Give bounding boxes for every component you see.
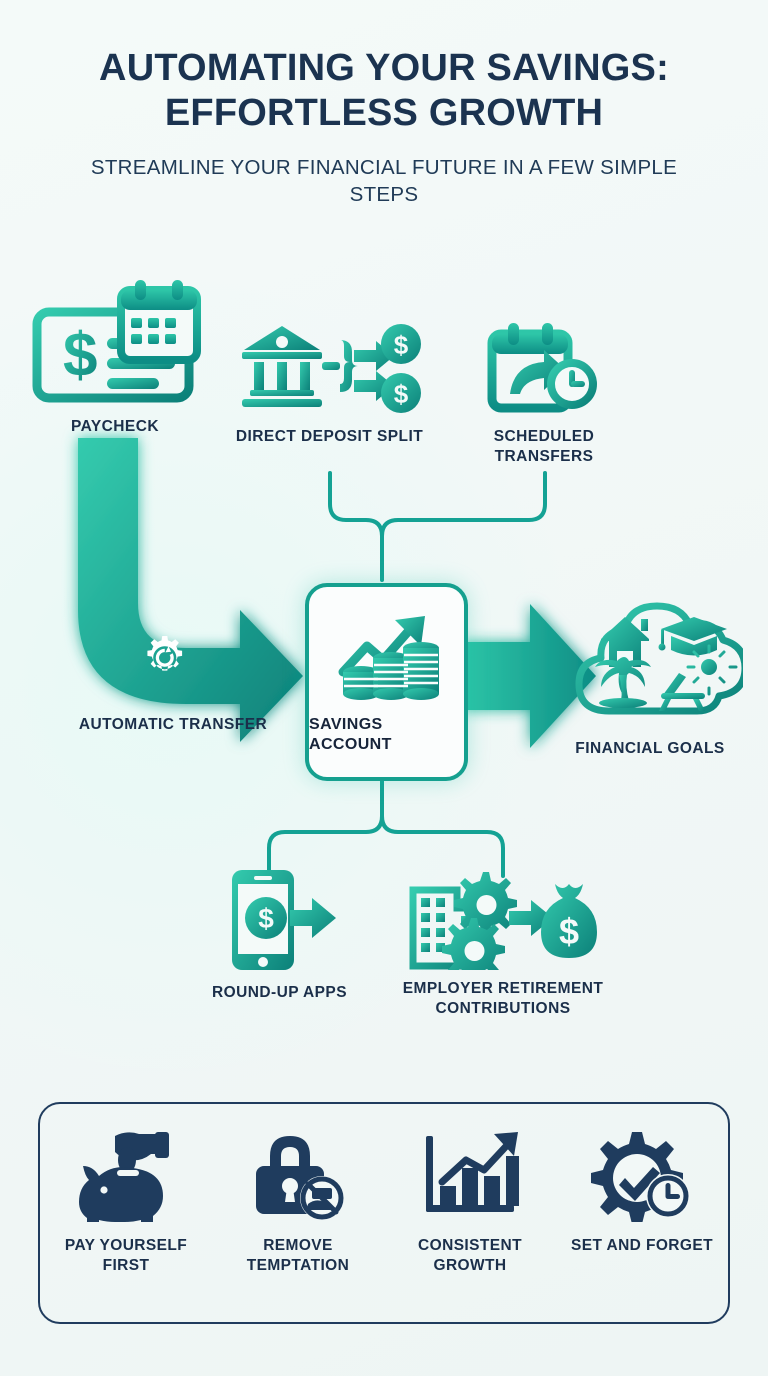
flow-node-financial-goals-label: FINANCIAL GOALS [575,740,725,757]
connector-lines [267,471,547,878]
flow-node-paycheck-label: PAYCHECK [70,418,159,435]
cloud-goals-icon [540,583,760,733]
check-calendar-icon: $ [10,276,220,408]
flow-node-employer-retirement-label: EMPLOYER RETIREMENT CONTRIBUTIONS [402,980,604,1017]
svg-text:$: $ [393,379,408,409]
page-title-line-1: AUTOMATING YOUR SAVINGS: [99,47,669,89]
flow-node-scheduled-transfers-label: SCHEDULED TRANSFERS [493,428,595,465]
benefit-remove-temptation-label: REMOVE TEMPTATION [246,1237,350,1274]
bar-chart-up-arrow-icon [387,1130,553,1222]
calendar-clock-arrow-icon [448,320,640,418]
flow-diagram: $ [0,258,768,1058]
svg-text:$: $ [63,321,97,390]
automatic-transfer-arrow [78,438,303,742]
flow-node-round-up-apps-label: ROUND-UP APPS [211,984,348,1001]
benefit-consistent-growth-label: CONSISTENT GROWTH [418,1237,522,1274]
flow-node-paycheck[interactable]: $ [10,276,220,437]
flow-node-direct-deposit-split[interactable]: $ $ DIRECT DEPOSIT SPLIT [232,320,427,447]
benefit-consistent-growth[interactable]: CONSISTENT GROWTH [387,1130,553,1275]
flow-arrows [78,438,596,748]
gear-check-clock-icon [559,1130,725,1222]
piggy-bank-hand-coin-icon [43,1130,209,1222]
benefit-pay-yourself-first-label: PAY YOURSELF FIRST [64,1237,188,1274]
flow-node-savings-account-label: SAVINGS ACCOUNT [309,716,392,753]
padlock-no-hand-icon [215,1130,381,1222]
flow-node-savings-account[interactable]: SAVINGS ACCOUNT [305,583,468,781]
benefit-set-and-forget[interactable]: SET AND FORGET [559,1130,725,1256]
svg-text:$: $ [258,903,274,934]
flow-node-employer-retirement[interactable]: $ EMPLOYER RETIREMENT CONTRIBUTIONS [388,866,618,1018]
flow-node-scheduled-transfers[interactable]: SCHEDULED TRANSFERS [448,320,640,466]
benefit-pay-yourself-first[interactable]: PAY YOURSELF FIRST [43,1130,209,1275]
page-title: AUTOMATING YOUR SAVINGS: EFFORTLESS GROW… [52,46,716,136]
benefit-set-and-forget-label: SET AND FORGET [571,1237,713,1254]
benefit-remove-temptation[interactable]: REMOVE TEMPTATION [215,1130,381,1275]
phone-dollar-arrow-icon: $ [192,866,367,974]
flow-node-automatic-transfer-label: AUTOMATIC TRANSFER [78,716,268,733]
svg-text:$: $ [559,911,579,952]
svg-text:$: $ [393,330,408,360]
flow-node-automatic-transfer[interactable]: AUTOMATIC TRANSFER [58,706,288,735]
header: AUTOMATING YOUR SAVINGS: EFFORTLESS GROW… [0,46,768,209]
gear-refresh-icon [147,636,183,671]
flow-node-round-up-apps[interactable]: $ ROUND-UP APPS [192,866,367,1003]
page-title-line-2: EFFORTLESS GROWTH [164,91,604,134]
flow-node-financial-goals[interactable]: FINANCIAL GOALS [540,583,760,759]
growth-arrow-coins-icon [333,610,441,707]
flow-node-direct-deposit-split-label: DIRECT DEPOSIT SPLIT [235,428,424,445]
bank-split-arrows-icon: $ $ [232,320,427,418]
building-gears-moneybag-icon: $ [388,866,618,970]
benefits-panel: PAY YOURSELF FIRST [38,1102,730,1324]
page-subtitle: STREAMLINE YOUR FINANCIAL FUTURE IN A FE… [90,155,678,207]
goal-arrow [462,604,596,748]
